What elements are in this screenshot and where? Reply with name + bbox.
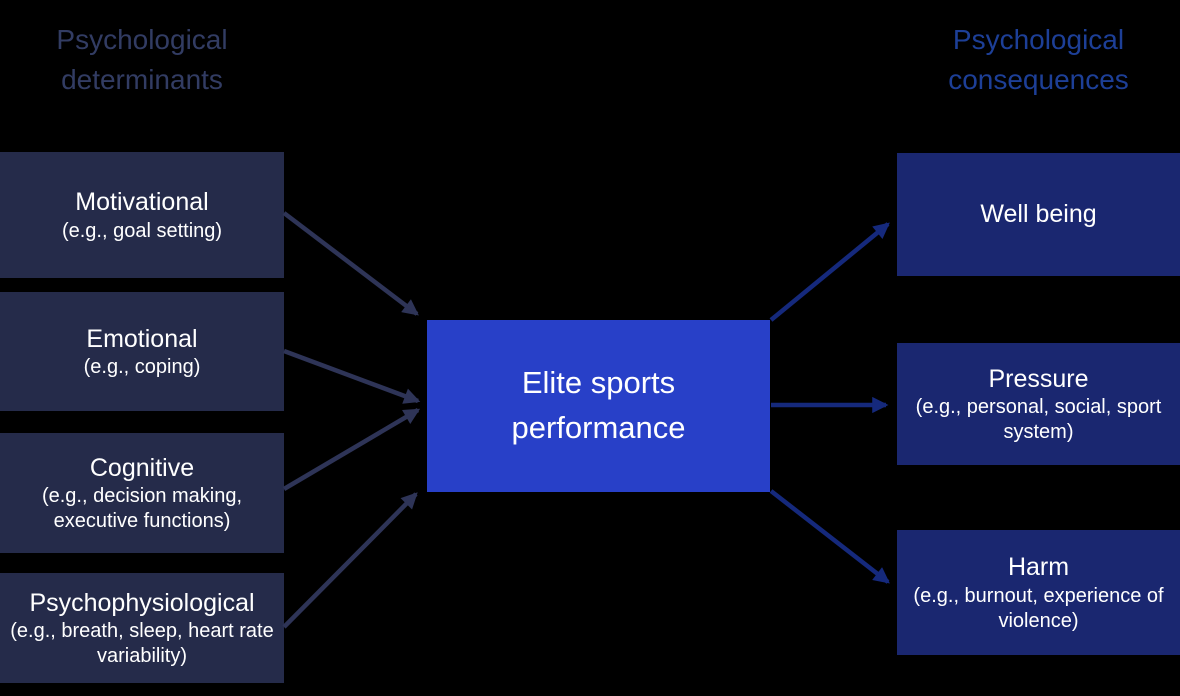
node-subtitle: (e.g., breath, sleep, heart rate variabi… [10, 620, 274, 668]
node-title: Psychophysiological [29, 588, 255, 617]
node-subtitle: (e.g., decision making, executive functi… [41, 485, 243, 533]
node-title: Emotional [86, 324, 198, 353]
node-pressure: Pressure (e.g., personal, social, sport … [897, 343, 1180, 465]
node-title: Harm [1007, 553, 1070, 582]
node-cognitive: Cognitive (e.g., decision making, execut… [0, 433, 284, 553]
node-elite-sports-performance: Elite sports performance [427, 320, 770, 492]
node-subtitle: (e.g., goal setting) [61, 219, 223, 242]
node-emotional: Emotional (e.g., coping) [0, 292, 284, 411]
node-title: Well being [980, 200, 1097, 229]
arrow-motivational-to-performance [282, 211, 419, 316]
arrow-performance-to-well-being [769, 222, 890, 322]
arrow-performance-to-harm [769, 489, 890, 584]
node-subtitle: (e.g., personal, social, sport system) [915, 396, 1162, 444]
node-title: Motivational [75, 188, 209, 217]
left-column-header: Psychological determinants [56, 24, 228, 95]
node-well-being: Well being [897, 153, 1180, 276]
node-title: Pressure [988, 364, 1089, 393]
node-title: Cognitive [89, 453, 195, 482]
node-subtitle: (e.g., burnout, experience of violence) [913, 584, 1164, 632]
arrow-emotional-to-performance [283, 348, 421, 404]
node-motivational: Motivational (e.g., goal setting) [0, 152, 284, 278]
node-title: Elite sports performance [511, 365, 686, 445]
arrow-psychophysiological-to-performance [282, 492, 418, 629]
arrow-cognitive-to-performance [282, 408, 421, 491]
right-column-header: Psychological consequences [948, 24, 1129, 95]
node-harm: Harm (e.g., burnout, experience of viole… [897, 530, 1180, 655]
node-subtitle: (e.g., coping) [83, 356, 201, 379]
node-psychophysiological: Psychophysiological (e.g., breath, sleep… [0, 573, 284, 683]
